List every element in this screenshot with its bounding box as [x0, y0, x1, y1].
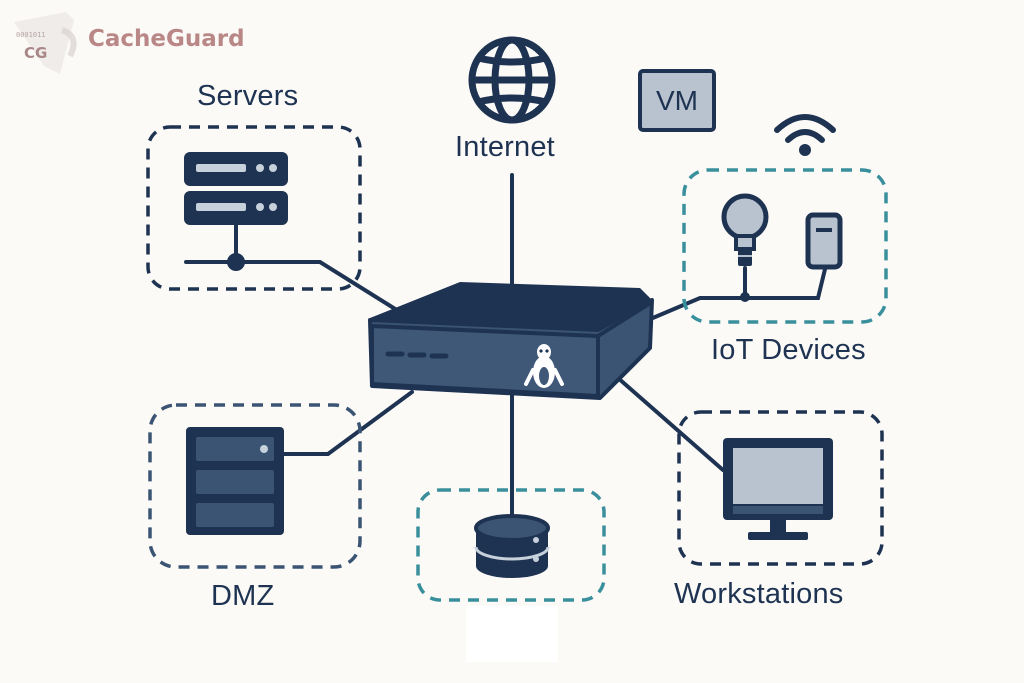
- label-dmz: DMZ: [211, 580, 275, 612]
- monitor-icon: [723, 438, 833, 540]
- label-internet: Internet: [455, 131, 555, 163]
- sensor-device-icon: [805, 212, 843, 270]
- servers-group-box: [146, 125, 362, 291]
- dmz-group-box: [148, 403, 362, 569]
- penguin-icon: [524, 344, 564, 388]
- label-iot-devices: IoT Devices: [711, 334, 866, 366]
- database-icon: [474, 514, 550, 578]
- brand-badge: CG: [24, 44, 48, 62]
- label-workstations: Workstations: [674, 578, 844, 610]
- brand-bits: 0001011: [16, 31, 46, 39]
- line-dmz: [281, 390, 414, 456]
- vm-box: [638, 69, 716, 132]
- line-workstations: [616, 376, 725, 472]
- iot-group-box: [682, 168, 888, 324]
- globe-icon: [468, 36, 556, 124]
- brand-name: CacheGuard: [88, 26, 245, 52]
- light-bulb-icon: [721, 193, 769, 302]
- gateway-appliance: [368, 282, 654, 400]
- cacheguard-logo: [14, 12, 77, 74]
- server-tower-icon: [186, 427, 284, 535]
- line-iot: [646, 263, 828, 322]
- rack-server-icon: [184, 152, 288, 271]
- label-servers: Servers: [197, 80, 299, 112]
- wifi-icon: [774, 114, 836, 156]
- storage-group-box: [416, 488, 606, 602]
- workstations-group-box: [677, 410, 884, 566]
- label-vm: VM: [656, 85, 698, 116]
- blank-patch: [466, 606, 558, 662]
- line-servers: [184, 260, 402, 314]
